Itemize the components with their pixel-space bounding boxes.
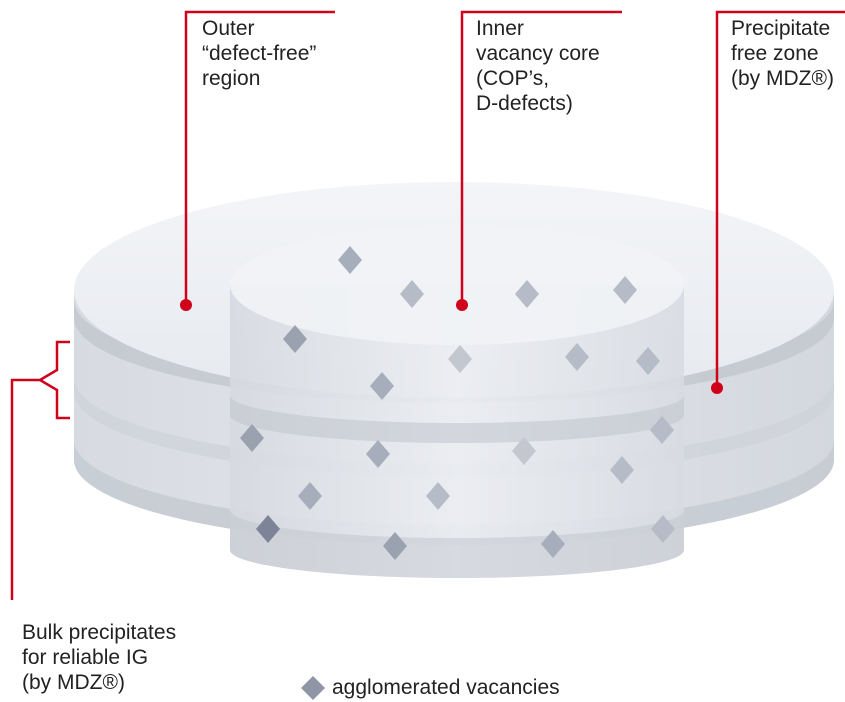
label-precipitate-free: Precipitate free zone (by MDZ®) (731, 16, 834, 91)
callout-inner-core (460, 10, 622, 305)
callouts (10, 10, 845, 600)
vacancy-diamond (298, 482, 322, 510)
label-inner-core-line-2: vacancy core (476, 42, 600, 65)
vacancy-diamond (541, 530, 565, 558)
callout-outer-region (184, 10, 335, 305)
label-outer-region-line-3: region (202, 67, 261, 90)
diamond-icon (301, 676, 325, 700)
callout-dot-outer-region (180, 299, 192, 311)
callout-precipitate-free (715, 10, 845, 388)
label-inner-core-line-3: (COP’s, (476, 67, 550, 90)
label-inner-core-line-1: Inner (476, 17, 524, 40)
vacancy-diamond (515, 280, 539, 308)
label-precipitate-free-line-1: Precipitate (731, 17, 831, 40)
callout-dot-inner-core (456, 299, 468, 311)
vacancy-diamond (256, 515, 280, 543)
legend: agglomerated vacancies (300, 675, 560, 701)
vacancy-diamond (650, 416, 674, 444)
label-precipitate-free-line-3: (by MDZ®) (731, 67, 834, 90)
inner-core-band (230, 395, 684, 443)
vacancy-diamond (338, 246, 362, 274)
vacancy-diamond (610, 456, 634, 484)
inner-core-top (230, 225, 684, 345)
vacancy-diamond (366, 440, 390, 468)
vacancy-diamond (383, 532, 407, 560)
label-outer-region-line-1: Outer (202, 17, 255, 40)
callout-bulk-precipitates (10, 378, 40, 600)
vacancy-diamond (426, 482, 450, 510)
legend-label: agglomerated vacancies (332, 676, 560, 699)
label-outer-region: Outer “defect-free” region (202, 16, 316, 91)
label-bulk-precipitates-line-1: Bulk precipitates (22, 621, 177, 644)
vacancy-diamonds (240, 246, 675, 560)
vacancy-diamond (240, 424, 264, 452)
label-bulk-precipitates-line-2: for reliable IG (22, 646, 149, 669)
label-inner-core-line-4: D-defects) (476, 92, 573, 115)
vacancy-diamond (448, 345, 472, 373)
vacancy-diamond (565, 343, 589, 371)
vacancy-diamond (651, 515, 675, 543)
vacancy-diamond (512, 437, 536, 465)
label-outer-region-line-2: “defect-free” (202, 42, 317, 65)
vacancy-diamond (400, 280, 424, 308)
inner-core-lower-band (230, 510, 684, 578)
vacancy-diamond (636, 347, 660, 375)
label-bulk-precipitates-line-3: (by MDZ®) (22, 671, 125, 694)
label-precipitate-free-line-2: free zone (731, 42, 819, 65)
callout-dot-precipitate-free (711, 382, 723, 394)
label-inner-core: Inner vacancy core (COP’s, D-defects) (476, 16, 600, 116)
vacancy-diamond (613, 276, 637, 304)
callout-dots (180, 299, 723, 394)
vacancy-diamond (370, 372, 394, 400)
label-bulk-precipitates: Bulk precipitates for reliable IG (by MD… (22, 620, 176, 695)
bracket-bulk-precipitates (37, 340, 70, 420)
vacancy-diamond (283, 325, 307, 353)
